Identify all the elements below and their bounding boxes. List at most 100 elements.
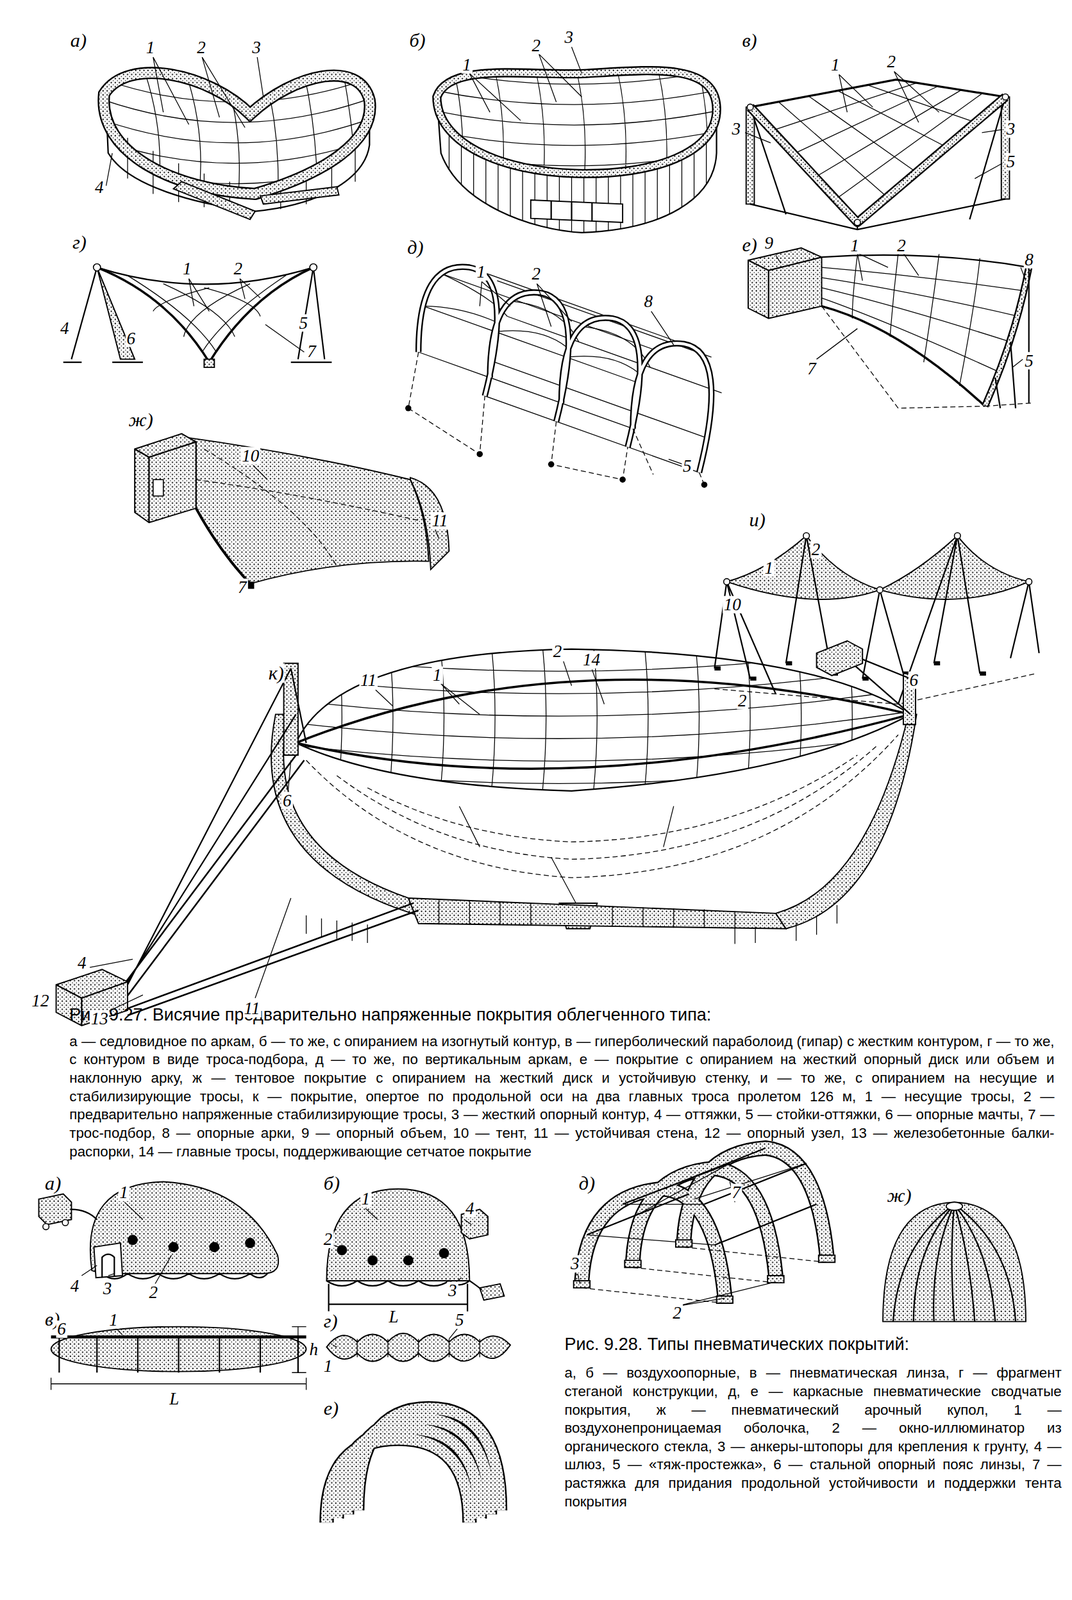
saddle-roof-b-part (436, 96, 717, 233)
hypar-rigid-contour-part (750, 96, 1006, 230)
saddle-roof-a-part (81, 41, 388, 226)
roof-on-volume-and-arch-part (775, 253, 1026, 368)
pneumatic-dome-zh-part (882, 1202, 1026, 1322)
roof-on-volume-and-arch-part (821, 253, 1024, 386)
air-supported-a-part (244, 1238, 256, 1249)
callout-number: 8 (643, 293, 654, 311)
frame-arches-e-part (326, 1408, 501, 1523)
frame-arches-d-part (586, 1148, 817, 1246)
tent-roof-i-part (954, 532, 962, 540)
callout-number: 7 (730, 1184, 742, 1202)
callout-number: 6 (908, 671, 920, 690)
quilted-fragment (326, 1329, 511, 1362)
roof-on-volume-and-arch-part (821, 306, 1031, 409)
tent-roof-zh-part (134, 441, 197, 523)
hypar-vertical-arches (405, 266, 722, 488)
tent-roof-i-part (714, 536, 1039, 705)
hypar-rigid-contour (745, 71, 1010, 230)
hypar-cable-edge-part (96, 267, 314, 363)
air-supported-a-part (101, 1273, 268, 1280)
stadium-roof-k-part (89, 661, 604, 1014)
panel-letter: е) (741, 234, 759, 254)
stadium-roof-k-part (439, 900, 736, 930)
hypar-cable-edge-part (93, 264, 101, 272)
tent-roof-zh-part (229, 465, 439, 579)
pneumatic-lens-part (51, 1327, 307, 1391)
hypar-vertical-arches-part (418, 267, 722, 473)
hypar-rigid-contour-part (750, 96, 1006, 223)
hypar-rigid-contour-part (1002, 93, 1009, 101)
tent-roof-zh-part (181, 436, 429, 584)
stadium-roof-k-part (122, 653, 911, 990)
roof-on-volume-and-arch-part (984, 267, 1029, 407)
callout-number: 2 (530, 265, 542, 283)
tent-roof-zh (134, 434, 449, 590)
callout-number: 11 (242, 1000, 261, 1018)
callout-number: 2 (810, 541, 822, 559)
panel-letter: г) (71, 232, 88, 252)
roof-on-volume-and-arch-part (984, 267, 1029, 407)
saddle-roof-b (418, 46, 736, 245)
air-supported-a-part (209, 1241, 220, 1253)
frame-arches-e (326, 1408, 501, 1523)
air-supported-a (38, 1182, 279, 1285)
callout-number: 1 (461, 56, 473, 74)
callout-number: 2 (322, 1231, 334, 1249)
hypar-vertical-arches-part (619, 476, 626, 483)
callout-number: L (168, 1390, 181, 1408)
saddle-roof-a-part (173, 181, 256, 220)
callout-number: 7 (236, 578, 248, 597)
callout-number: 11 (359, 671, 377, 690)
callout-number: 1 (322, 1357, 334, 1375)
pneumatic-lens (51, 1327, 307, 1391)
callout-number: 14 (581, 651, 601, 669)
callout-number: 6 (125, 329, 137, 347)
callout-number: 9 (763, 234, 775, 252)
hypar-vertical-arches-part (479, 281, 687, 466)
air-supported-b (326, 1189, 504, 1312)
callout-number: 8 (1023, 251, 1035, 269)
frame-arches-d-part (581, 1247, 827, 1304)
callout-number: 1 (475, 263, 487, 281)
panel-letter: в) (741, 30, 758, 51)
panel-letter: ж) (886, 1186, 913, 1206)
tent-roof-i-part (727, 536, 881, 600)
caption-text: а — седловидное по аркам, б — то же, с о… (69, 1032, 1055, 1162)
pneumatic-lens-part (58, 1337, 299, 1374)
caption-text: а, б — воздухоопорные, в — пневматическа… (564, 1363, 1062, 1511)
callout-number: 2 (886, 53, 897, 71)
tent-roof-zh-part (196, 448, 419, 567)
tent-roof-i-part (803, 532, 810, 540)
saddle-roof-b-part (436, 70, 717, 174)
figure-caption: Рис. 9.28. Типы пневматических покрытий: (564, 1334, 910, 1356)
tent-roof-zh-part (153, 479, 164, 496)
quilted-fragment-part (326, 1333, 511, 1362)
callout-number: 3 (251, 38, 263, 56)
hypar-cable-edge-part (71, 267, 325, 360)
frame-arches-d (573, 1148, 836, 1307)
callout-number: L (387, 1308, 400, 1326)
hypar-cable-edge-part (63, 361, 333, 363)
panel-letter: и) (748, 510, 767, 530)
stadium-roof-k-part-part (275, 632, 919, 807)
callout-number: 3 (730, 120, 742, 138)
hypar-vertical-arches-part (408, 351, 705, 485)
callout-number: 3 (563, 28, 575, 47)
roof-on-volume-and-arch-part (821, 306, 986, 407)
hypar-cable-edge-part (189, 278, 305, 353)
callout-number: 6 (56, 1320, 68, 1339)
saddle-roof-a-part-part (81, 41, 388, 226)
callout-number: 5 (1005, 153, 1017, 171)
saddle-roof-b-part (530, 200, 623, 223)
air-supported-b-part (403, 1255, 414, 1266)
hypar-cable-edge-part (309, 264, 317, 272)
roof-on-volume-and-arch (748, 248, 1031, 409)
callout-number: 13 (89, 1010, 109, 1028)
hypar-vertical-arches-part (476, 451, 483, 458)
tent-roof-i-part (1025, 578, 1033, 586)
air-supported-a-part (71, 1209, 97, 1221)
callout-number: 2 (530, 36, 542, 54)
stadium-roof-k-part (275, 632, 919, 807)
